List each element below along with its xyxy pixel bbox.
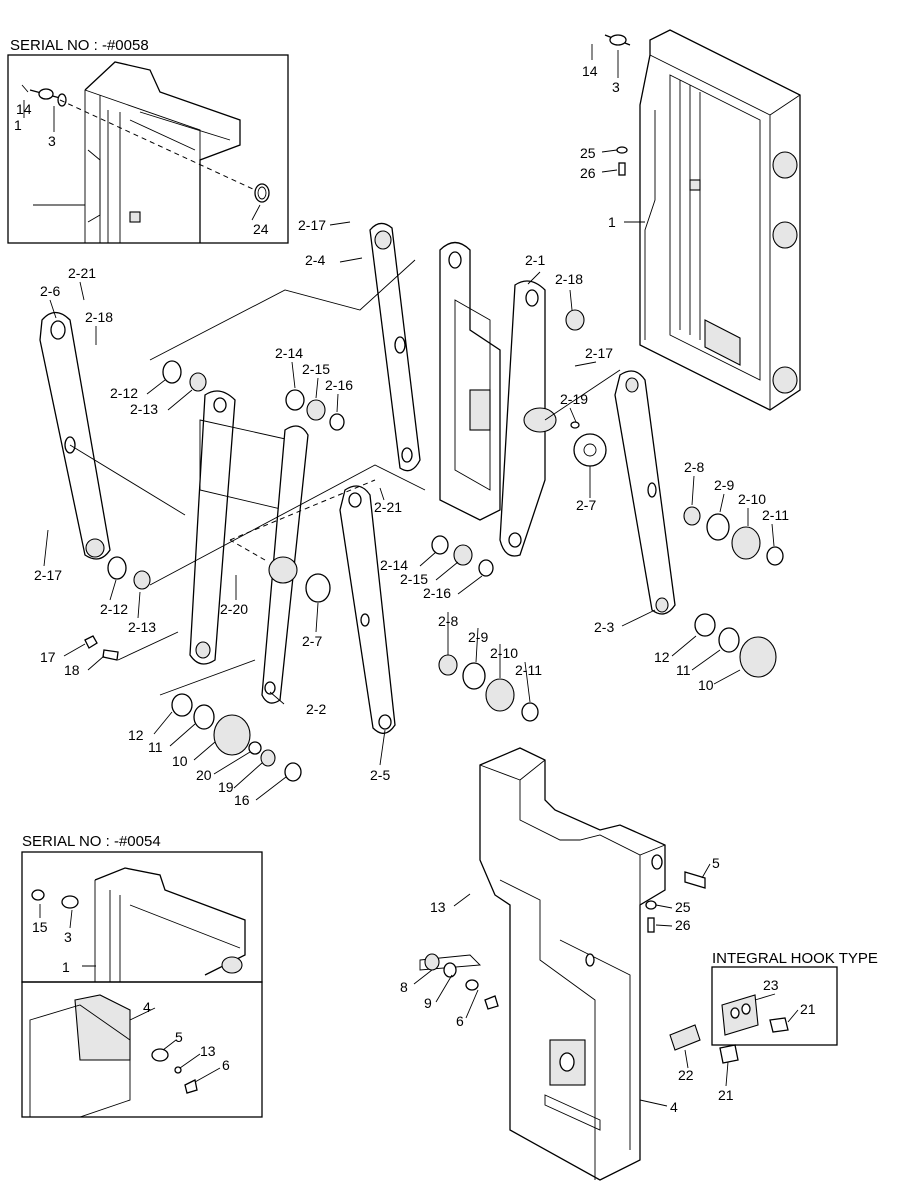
part-label: 2-7 xyxy=(576,497,596,513)
part-label: 2-15 xyxy=(302,361,330,377)
part-label: 2-11 xyxy=(515,662,542,678)
part-label: 23 xyxy=(763,977,779,993)
part-label: 1 xyxy=(608,214,616,230)
part-label: 6 xyxy=(222,1057,230,1073)
part-labels: 1 3 14 24 14 3 25 26 1 2-17 2-4 2-1 2-18… xyxy=(14,63,816,1115)
part-label: 2-12 xyxy=(100,601,128,617)
part-label: 14 xyxy=(582,63,598,79)
part-label: 2-12 xyxy=(110,385,138,401)
part-label: 12 xyxy=(654,649,670,665)
part-label: 12 xyxy=(128,727,144,743)
part-label: 2-21 xyxy=(374,499,402,515)
part-label: 2-9 xyxy=(468,629,488,645)
inner-mast-frame xyxy=(604,29,801,411)
part-label: 21 xyxy=(800,1001,816,1017)
label-leaders xyxy=(23,44,799,1107)
part-label: 2-20 xyxy=(220,601,248,617)
part-label: 26 xyxy=(580,165,596,181)
inset-title-integral-hook: INTEGRAL HOOK TYPE xyxy=(712,950,878,967)
part-label: 2-17 xyxy=(298,217,326,233)
part-label: 15 xyxy=(32,919,48,935)
part-label: 16 xyxy=(234,792,250,808)
part-label: 1 xyxy=(62,959,70,975)
part-label: 13 xyxy=(200,1043,216,1059)
part-label: 10 xyxy=(172,753,188,769)
part-label: 26 xyxy=(675,917,691,933)
inset-serial-0058: SERIAL NO : -#0058 xyxy=(7,37,289,244)
part-label: 17 xyxy=(40,649,56,665)
part-label: 4 xyxy=(670,1099,678,1115)
part-label: 6 xyxy=(456,1013,464,1029)
part-label: 20 xyxy=(196,767,212,783)
part-label: 1 xyxy=(14,117,22,133)
part-label: 2-10 xyxy=(738,491,766,507)
part-label: 25 xyxy=(580,145,596,161)
part-label: 3 xyxy=(64,929,72,945)
part-label: 2-13 xyxy=(130,401,158,417)
part-label: 13 xyxy=(430,899,446,915)
part-label: 2-21 xyxy=(68,265,96,281)
part-label: 2-4 xyxy=(305,252,325,268)
part-label: 5 xyxy=(175,1029,183,1045)
part-label: 2-16 xyxy=(423,585,451,601)
lift-links-center xyxy=(369,222,607,557)
part-label: 10 xyxy=(698,677,714,693)
part-label: 5 xyxy=(712,855,720,871)
part-label: 19 xyxy=(218,779,234,795)
part-label: 2-17 xyxy=(34,567,62,583)
part-label: 25 xyxy=(675,899,691,915)
part-label: 2-19 xyxy=(560,391,588,407)
part-label: 2-1 xyxy=(525,252,545,268)
part-label: 2-18 xyxy=(555,271,583,287)
part-label: 2-2 xyxy=(306,701,326,717)
part-label: 2-16 xyxy=(325,377,353,393)
inset-serial-0054: SERIAL NO : -#0054 xyxy=(21,833,263,1118)
part-label: 2-5 xyxy=(370,767,390,783)
part-label: 2-6 xyxy=(40,283,60,299)
part-label: 2-8 xyxy=(684,459,704,475)
part-label: 2-15 xyxy=(400,571,428,587)
part-label: 2-18 xyxy=(85,309,113,325)
part-label: 18 xyxy=(64,662,80,678)
part-label: 2-9 xyxy=(714,477,734,493)
part-label: 4 xyxy=(143,999,151,1015)
part-label: 9 xyxy=(424,995,432,1011)
part-label: 3 xyxy=(612,79,620,95)
part-label: 22 xyxy=(678,1067,694,1083)
washers-and-bushings xyxy=(84,360,784,782)
part-label: 2-14 xyxy=(380,557,408,573)
part-label: 11 xyxy=(148,739,163,755)
assembly-lines xyxy=(69,259,621,696)
part-label: 2-11 xyxy=(762,507,789,523)
part-label: 24 xyxy=(253,221,269,237)
part-label: 2-17 xyxy=(585,345,613,361)
part-label: 8 xyxy=(400,979,408,995)
part-label: 2-14 xyxy=(275,345,303,361)
inset-title-serial-0058: SERIAL NO : -#0058 xyxy=(10,37,149,54)
part-label: 2-13 xyxy=(128,619,156,635)
part-label: 11 xyxy=(676,662,691,678)
inset-title-serial-0054: SERIAL NO : -#0054 xyxy=(22,833,161,850)
part-label: 3 xyxy=(48,133,56,149)
inset-integral-hook: INTEGRAL HOOK TYPE xyxy=(711,950,878,1046)
part-label: 2-10 xyxy=(490,645,518,661)
part-label: 2-7 xyxy=(302,633,322,649)
lift-links-left xyxy=(39,311,676,734)
part-label: 2-3 xyxy=(594,619,614,635)
part-label: 21 xyxy=(718,1087,734,1103)
carriage-assembly xyxy=(419,747,739,1181)
